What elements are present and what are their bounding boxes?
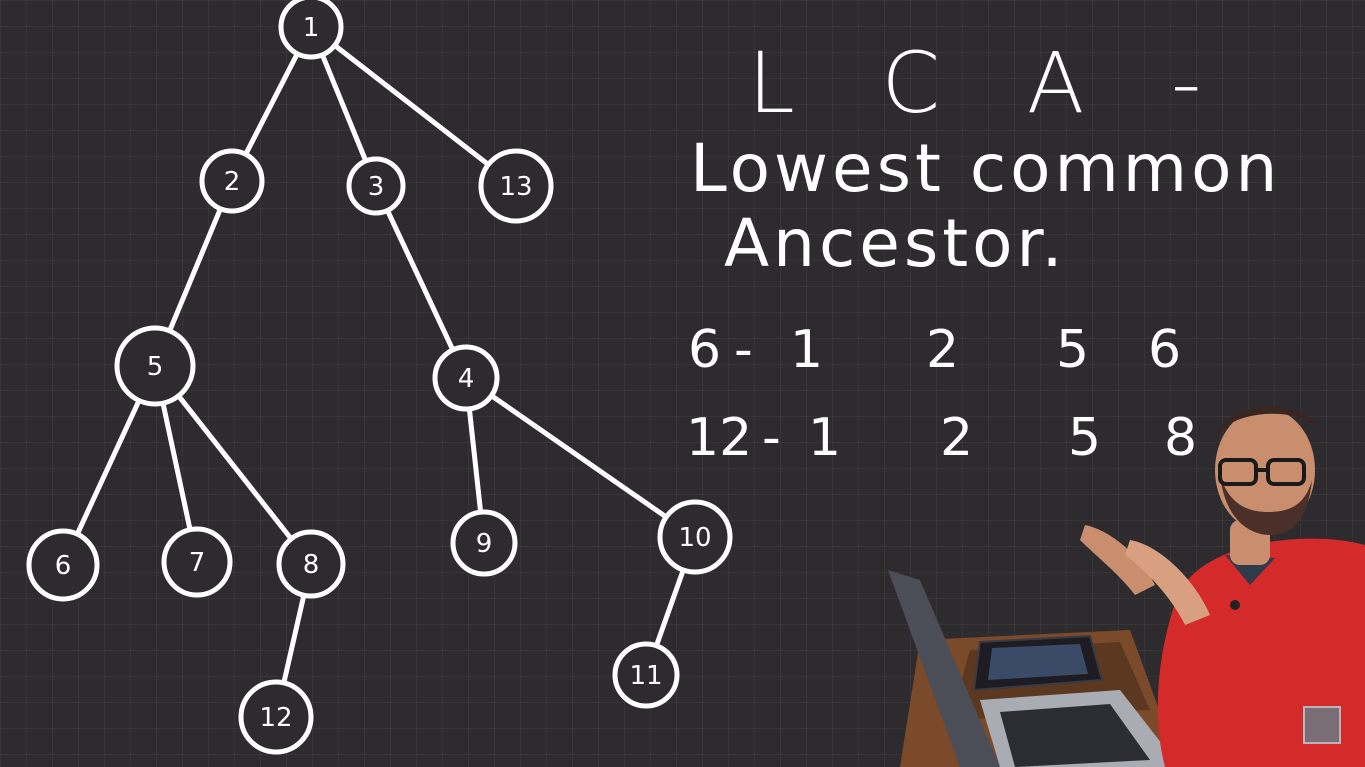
tree-node-label: 7 (189, 548, 206, 578)
tree-edge-5-8 (176, 393, 294, 542)
tree-node-label: 6 (55, 551, 72, 581)
title-line-1: Lowest common (690, 130, 1282, 207)
tree-node-11: 11 (612, 641, 680, 709)
tree-node-12: 12 (238, 679, 314, 755)
presenter-video-overlay (888, 406, 1365, 767)
tree-node-circle (478, 148, 554, 224)
tree-node-circle (238, 679, 314, 755)
tree-node-circle (657, 499, 733, 575)
ancestor-path-node-6: 6 - 1 2 5 6 (0, 320, 1365, 390)
tree-node-label: 11 (629, 661, 662, 691)
tree-node-label: 12 (259, 703, 292, 733)
tree-node-label: 4 (458, 364, 475, 394)
path-ancestor: 2 (940, 408, 974, 468)
tree-edge-2-5 (167, 206, 223, 334)
path-node: 12 (686, 408, 753, 468)
tree-node-label: 10 (678, 523, 711, 553)
tree-node-circle (161, 526, 233, 598)
tree-edges (74, 42, 686, 686)
tree-node-7: 7 (161, 526, 233, 598)
tree-node-circle (450, 509, 518, 577)
path-ancestor: 8 (1164, 408, 1198, 468)
tree-edge-5-7 (160, 400, 193, 533)
path-separator: - (734, 320, 753, 380)
tree-node-5: 5 (114, 325, 196, 407)
tree-node-label: 2 (224, 167, 241, 197)
tree-edge-1-3 (319, 52, 369, 164)
tree-edge-3-4 (384, 207, 456, 353)
tree-edge-10-11 (653, 567, 686, 649)
path-ancestor: 2 (926, 320, 960, 380)
path-ancestor: 5 (1068, 408, 1102, 468)
tree-node-circle (346, 156, 406, 216)
tree-node-circle (612, 641, 680, 709)
tree-node-circle (432, 344, 500, 412)
tree-edge-1-2 (243, 51, 300, 157)
tree-node-9: 9 (450, 509, 518, 577)
tree-node-1: 1 (278, 0, 344, 60)
path-separator: - (762, 408, 781, 468)
tree-node-label: 1 (303, 13, 320, 43)
tree-node-label: 8 (303, 550, 320, 580)
laptop (888, 570, 1000, 767)
path-ancestor: 1 (808, 408, 842, 468)
path-ancestor: 1 (790, 320, 824, 380)
tree-node-4: 4 (432, 344, 500, 412)
tree-node-circle (278, 0, 344, 60)
path-ancestor: 6 (1148, 320, 1182, 380)
tree-node-circle (276, 529, 346, 599)
tree-edge-4-10 (488, 393, 669, 520)
tree-node-2: 2 (199, 148, 265, 214)
tree-edge-5-6 (74, 397, 142, 537)
channel-watermark-icon[interactable] (1303, 706, 1341, 744)
tree-node-6: 6 (26, 528, 100, 602)
ancestor-path-node-12: 12 - 1 2 5 8 (0, 408, 1365, 478)
tree-node-circle (199, 148, 265, 214)
tree-node-13: 13 (478, 148, 554, 224)
tree-node-circle (114, 325, 196, 407)
tree-node-label: 9 (476, 529, 493, 559)
tree-node-3: 3 (346, 156, 406, 216)
tree-node-label: 5 (147, 352, 164, 382)
title-acronym: L C A - (748, 34, 1232, 132)
tree-node-label: 13 (499, 172, 532, 202)
tree-edge-1-13 (332, 42, 491, 168)
tree-node-10: 10 (657, 499, 733, 575)
path-node: 6 (688, 320, 722, 380)
tree-node-label: 3 (368, 172, 385, 202)
tree-node-8: 8 (276, 529, 346, 599)
tree-edge-4-9 (466, 406, 484, 515)
path-ancestor: 5 (1056, 320, 1090, 380)
tree-node-circle (26, 528, 100, 602)
tree-edge-8-12 (281, 592, 307, 686)
title-line-2: Ancestor. (724, 205, 1067, 282)
